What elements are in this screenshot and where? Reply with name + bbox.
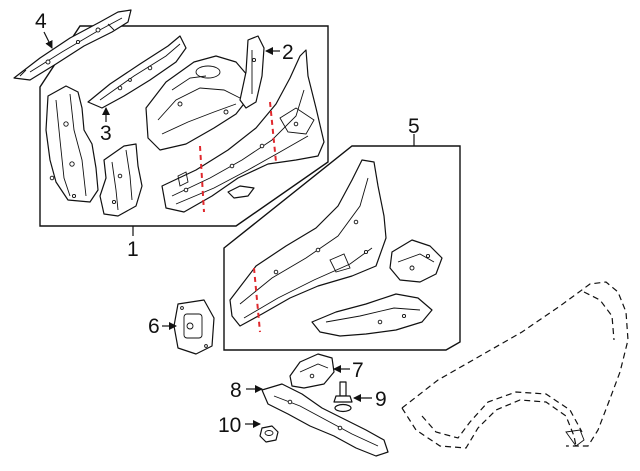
- part-2-vertical-bracket: [239, 35, 265, 109]
- fender-phantom-outline: [401, 281, 629, 449]
- part-main-inner-apron: [161, 49, 325, 213]
- callout-6: 6: [148, 315, 160, 338]
- callout-3: 3: [100, 122, 112, 145]
- part-3-upper-rail: [87, 35, 187, 109]
- callout-4: 4: [35, 10, 47, 33]
- part-4-rail-bracket: [13, 9, 132, 81]
- part-7-bracket: [289, 353, 335, 389]
- callout-7: 7: [352, 359, 364, 382]
- part-6-mount-plate: [173, 299, 215, 355]
- assembly-frame-1: [39, 25, 329, 227]
- leader-4: [43, 31, 53, 49]
- part-fender-upper-bracket: [389, 239, 443, 283]
- callout-10: 10: [218, 414, 241, 437]
- assembly-frame-5: [223, 145, 461, 351]
- part-small-clip: [227, 185, 255, 199]
- part-fender-lower-brace: [311, 293, 433, 337]
- part-8-lower-brace: [261, 383, 389, 457]
- cut-line-fender-rail: [253, 267, 261, 333]
- callout-2: 2: [282, 41, 294, 64]
- cut-line-left: [199, 145, 205, 213]
- part-9-bolt: [333, 381, 353, 413]
- part-lower-support-bracket: [99, 143, 143, 217]
- callout-8: 8: [230, 379, 242, 402]
- part-10-nut: [259, 425, 279, 443]
- callout-5: 5: [408, 115, 420, 138]
- cut-line-right: [269, 101, 277, 163]
- part-left-apron-bracket: [45, 85, 99, 203]
- part-fender-apron-rail: [229, 159, 387, 327]
- callout-9: 9: [375, 388, 387, 411]
- callout-1: 1: [127, 238, 139, 261]
